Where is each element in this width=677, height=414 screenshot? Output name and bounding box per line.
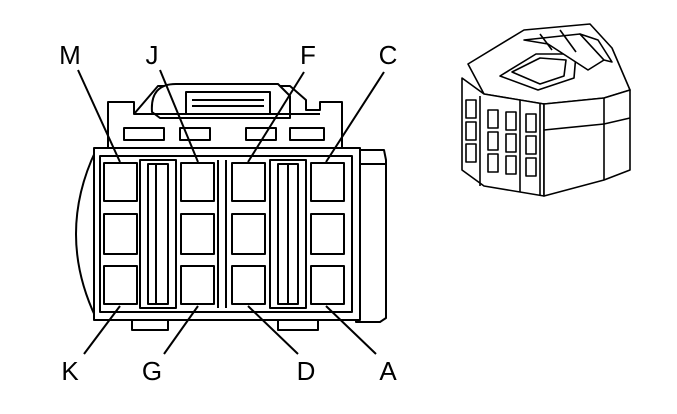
pin-label-top-3: F xyxy=(300,40,316,70)
pin-label-bottom-3: D xyxy=(297,356,316,386)
leader-J xyxy=(159,69,199,163)
connector-iso-view xyxy=(461,23,631,197)
cavity-F-row2 xyxy=(231,213,266,255)
lock-bar xyxy=(185,91,271,115)
cavity-K xyxy=(103,265,138,305)
leader-M xyxy=(77,69,121,163)
cavity-J-row2 xyxy=(180,213,215,255)
leader-G xyxy=(163,305,199,355)
cavity-F xyxy=(231,162,266,202)
pin-label-top-2: J xyxy=(146,40,159,70)
cavity-D xyxy=(231,265,266,305)
pin-label-bottom-2: G xyxy=(142,356,162,386)
left-latch xyxy=(75,149,97,319)
cavity-C-row2 xyxy=(310,213,345,255)
leader-F xyxy=(247,71,305,163)
cavity-A xyxy=(310,265,345,305)
cavity-M-row2 xyxy=(103,213,138,255)
connector-front-view xyxy=(75,83,387,331)
leader-K xyxy=(83,305,121,355)
leader-D xyxy=(247,305,299,355)
cavity-C xyxy=(310,162,345,202)
pin-label-bottom-1: K xyxy=(61,356,79,386)
leader-C xyxy=(325,71,385,163)
right-wing xyxy=(355,149,387,323)
leader-A xyxy=(325,305,377,355)
pin-labels: M J F C K G D A xyxy=(59,40,397,386)
cavity-G xyxy=(180,265,215,305)
right-guide-channel xyxy=(269,159,307,309)
pin-label-top-1: M xyxy=(59,40,81,70)
pin-label-top-4: C xyxy=(379,40,398,70)
left-guide-channel xyxy=(139,159,177,309)
pin-label-bottom-4: A xyxy=(379,356,397,386)
iso-right-face xyxy=(543,89,631,197)
cavity-M xyxy=(103,162,138,202)
leader-lines xyxy=(77,69,385,355)
iso-cavities xyxy=(465,99,537,177)
pin-cavities xyxy=(103,162,345,305)
cavity-J xyxy=(180,162,215,202)
